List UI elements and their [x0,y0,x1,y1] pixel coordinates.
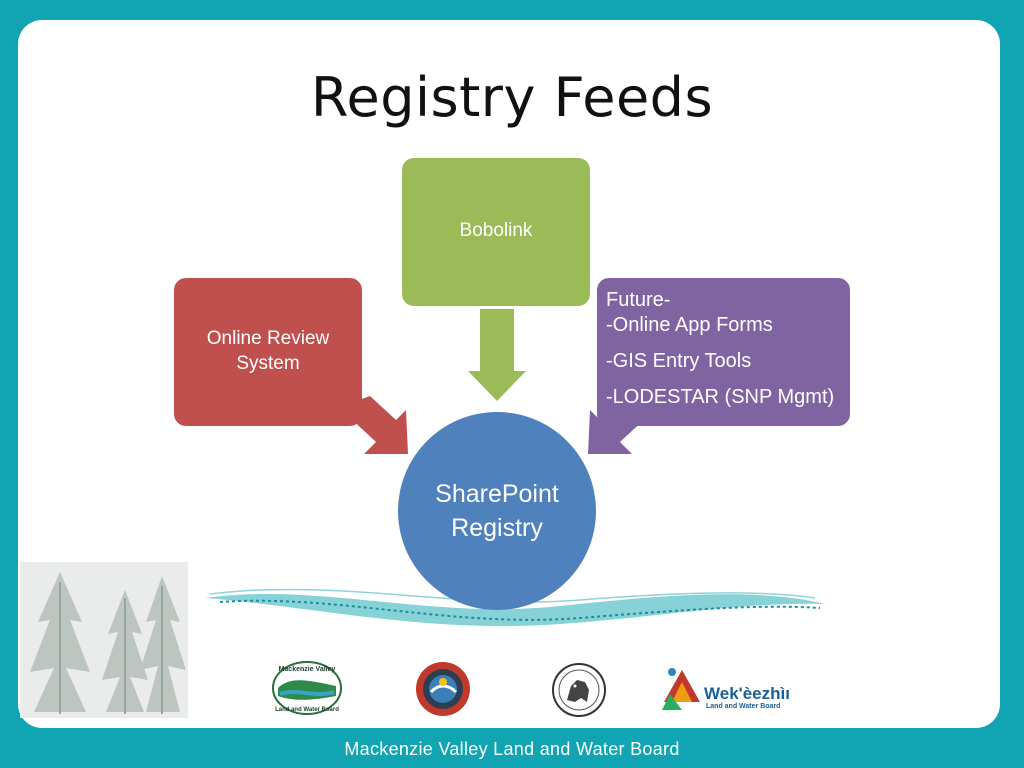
trees-illustration [20,562,188,718]
bobolink-box: Bobolink [402,158,590,306]
river-swoosh [205,588,825,627]
bobolink-label: Bobolink [459,220,533,241]
gwichin-logo [552,663,606,717]
svg-text:Mackenzie Valley: Mackenzie Valley [279,666,336,673]
future-item: -LODESTAR (SNP Mgmt) [606,386,835,408]
online-review-line2: System [236,353,300,374]
online-review-line1: Online Review [206,328,330,349]
wekeezhii-logo [662,668,700,710]
center-line1: SharePoint [435,480,559,508]
arrow-diagonal-right-icon [348,396,408,454]
footer-text: Mackenzie Valley Land and Water Board [344,739,680,759]
center-line2: Registry [451,514,543,542]
future-box: Future- -Online App Forms -GIS Entry Too… [597,278,850,426]
sahtu-logo [416,662,470,716]
mvlwb-logo: Mackenzie Valley Land and Water Board [272,661,342,715]
arrow-down-icon [468,309,526,401]
wekeezhii-subtitle: Land and Water Board [706,703,781,710]
wekeezhii-name: Wek'èezhìı [704,684,790,703]
future-heading: Future- [606,289,671,311]
slide-title: Registry Feeds [310,66,714,129]
future-item: -GIS Entry Tools [606,350,752,372]
sharepoint-registry-circle: SharePoint Registry [398,412,596,610]
svg-text:Land and Water Board: Land and Water Board [275,707,339,713]
online-review-box: Online Review System [174,278,362,426]
future-item: -Online App Forms [606,314,773,336]
